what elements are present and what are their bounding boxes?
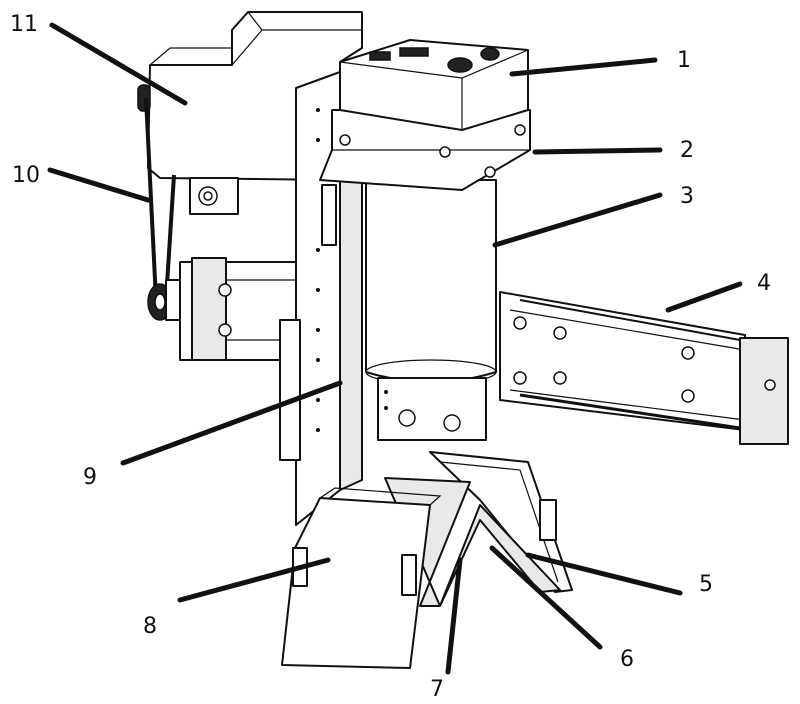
callout-6: 6 [620,647,634,672]
leader-3 [495,195,660,245]
leader-10 [50,170,148,200]
callout-2: 2 [680,138,694,163]
callout-10: 10 [12,163,40,188]
callout-1: 1 [677,48,691,73]
callout-7: 7 [430,677,444,702]
callout-8: 8 [143,614,157,639]
callout-3: 3 [680,184,694,209]
callout-5: 5 [699,572,713,597]
leader-2 [535,150,660,152]
callout-4: 4 [757,271,771,296]
part-3-cylinder [366,180,496,440]
callout-11: 11 [10,12,38,37]
callout-9: 9 [83,465,97,490]
leader-4 [668,284,740,310]
leader-1 [512,60,655,74]
